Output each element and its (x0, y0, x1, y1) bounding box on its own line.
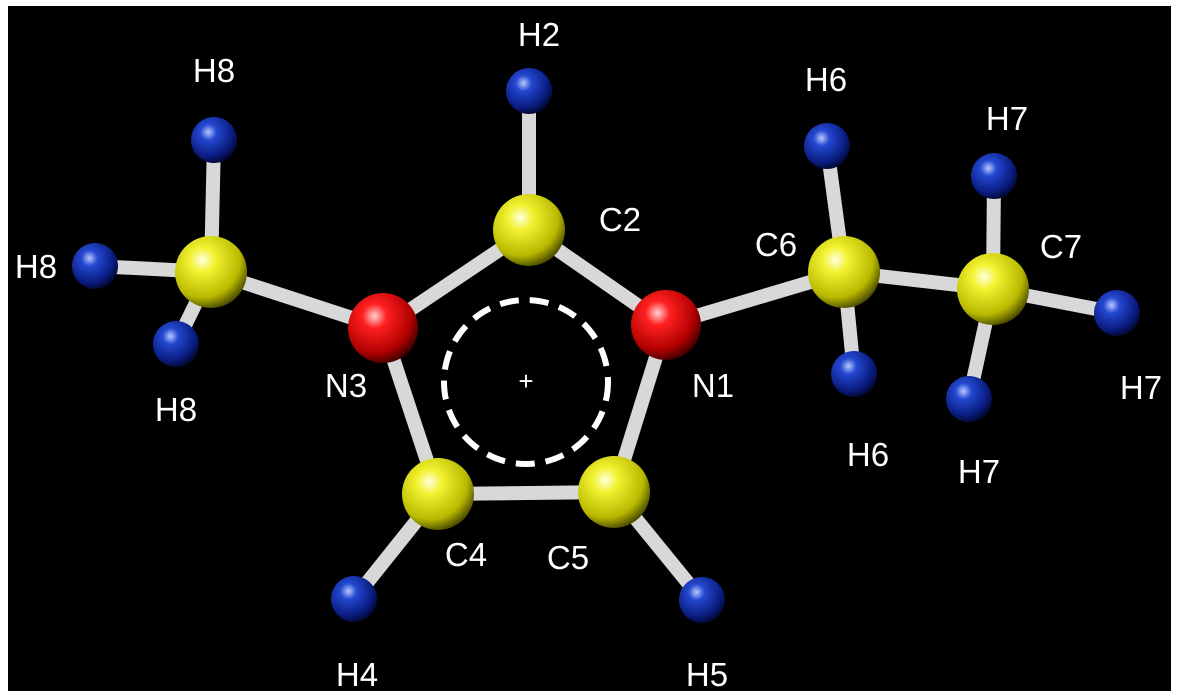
atom-h7c-hydrogen (946, 376, 992, 422)
atom-label-c5: C5 (547, 539, 589, 576)
atom-c7-carbon (957, 253, 1029, 325)
atom-label-h8b: H8 (15, 248, 57, 285)
atom-label-c4: C4 (445, 536, 487, 573)
atom-n3-nitrogen (348, 293, 418, 363)
atom-h6b-hydrogen (831, 351, 877, 397)
atom-label-c7: C7 (1040, 228, 1082, 265)
atom-label-h8c: H8 (155, 391, 197, 428)
atom-label-c2: C2 (599, 201, 641, 238)
atom-label-h8a: H8 (193, 52, 235, 89)
atom-h8c-hydrogen (153, 321, 199, 367)
atom-label-h7a: H7 (986, 100, 1028, 137)
atom-h2-hydrogen (506, 68, 552, 114)
atom-h5-hydrogen (679, 577, 725, 623)
atom-label-c6: C6 (755, 226, 797, 263)
atom-c2-carbon (493, 194, 565, 266)
atom-h4-hydrogen (331, 576, 377, 622)
atom-c6-carbon (808, 236, 880, 308)
atom-h7b-hydrogen (1094, 290, 1140, 336)
atom-h7a-hydrogen (971, 153, 1017, 199)
aromatic-ring-circle (441, 297, 611, 467)
atom-label-h6b: H6 (847, 436, 889, 473)
atom-n1-nitrogen (631, 290, 701, 360)
atom-label-n3: N3 (325, 367, 367, 404)
atom-label-h7b: H7 (1120, 369, 1162, 406)
atom-cm-carbon (175, 236, 247, 308)
atom-h6a-hydrogen (804, 123, 850, 169)
atom-label-h2: H2 (518, 16, 560, 53)
atom-c5-carbon (578, 456, 650, 528)
atom-c4-carbon (402, 458, 474, 530)
atoms-layer (72, 68, 1140, 623)
atom-label-h5: H5 (686, 656, 728, 691)
atom-label-n1: N1 (692, 367, 734, 404)
atom-label-h6a: H6 (805, 61, 847, 98)
atom-label-h4: H4 (336, 656, 378, 691)
atom-h8a-hydrogen (191, 117, 237, 163)
positive-charge-symbol: + (518, 366, 533, 396)
atom-h8b-hydrogen (72, 243, 118, 289)
atom-label-h7c: H7 (958, 453, 1000, 490)
